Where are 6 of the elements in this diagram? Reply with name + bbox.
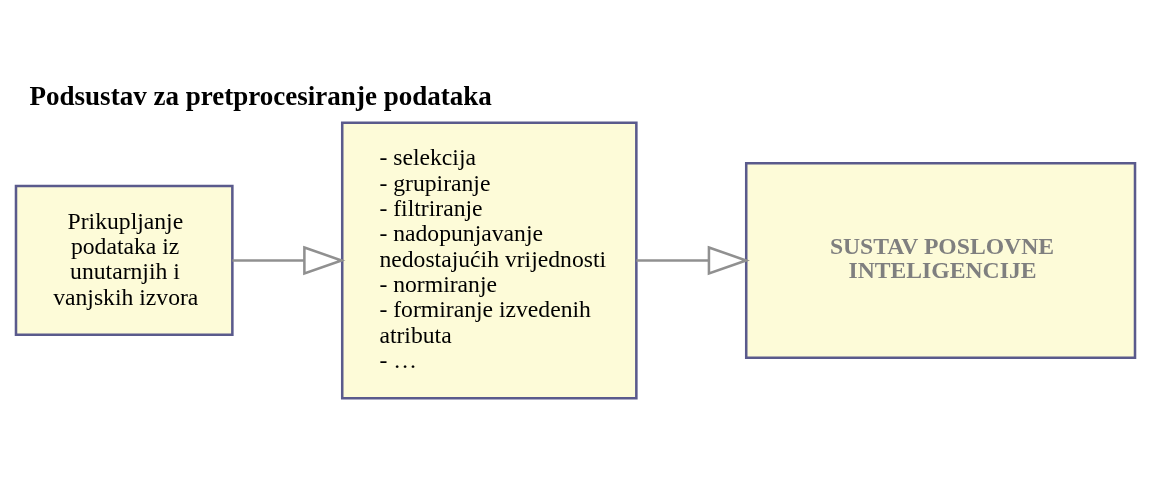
node-box: SUSTAV POSLOVNE INTELIGENCIJE — [744, 162, 1137, 359]
arrow — [636, 245, 750, 276]
diagram-title: Podsustav za pretprocesiranje podataka — [29, 81, 492, 112]
arrow — [232, 245, 346, 276]
node-box: Prikupljanje podataka iz unutarnjih i vanjskih izvora — [14, 184, 234, 337]
node-box: - selekcija - grupiranje - filtriranje - nadopunjavanje nedostajućih vrijednosti - normiranje - formiranje izvedenih atributa - … — [340, 121, 638, 400]
